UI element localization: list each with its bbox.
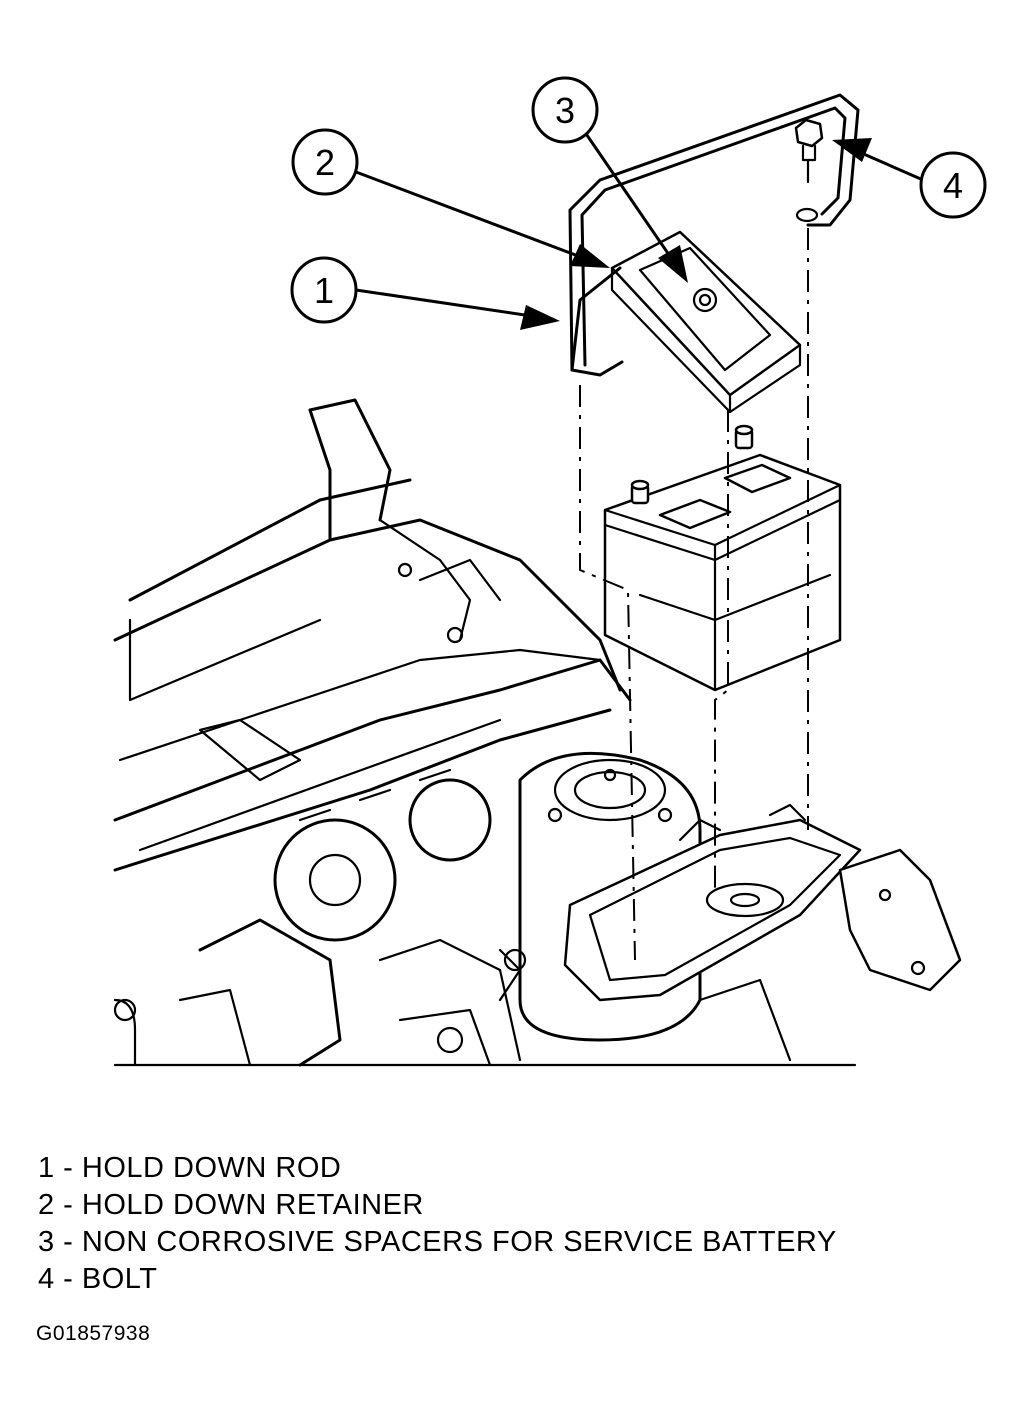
- arrowhead-1: [520, 305, 560, 330]
- legend-item-bolt: 4 - BOLT: [38, 1263, 158, 1295]
- callout-4-number: 4: [943, 165, 963, 206]
- arrowhead-4: [832, 138, 872, 162]
- arrowhead-2: [570, 244, 610, 268]
- hold-down-retainer: [610, 230, 802, 414]
- legend-item-non-corrosive-spacers: 3 - NON CORROSIVE SPACERS FOR SERVICE BA…: [38, 1226, 837, 1258]
- callout-4: 4: [919, 151, 987, 219]
- hold-down-rod: [568, 93, 860, 377]
- figure-id: G01857938: [36, 1322, 151, 1345]
- callout-1: 1: [290, 256, 358, 324]
- legend-item-hold-down-rod: 1 - HOLD DOWN ROD: [38, 1152, 342, 1184]
- engine-compartment-structure: [113, 398, 857, 1067]
- callout-2: 2: [291, 128, 359, 196]
- legend-item-hold-down-retainer: 2 - HOLD DOWN RETAINER: [38, 1189, 424, 1221]
- battery-tray: [563, 803, 962, 1002]
- bolt: [794, 118, 824, 184]
- callout-2-number: 2: [315, 142, 335, 183]
- arrowhead-3: [658, 245, 688, 283]
- battery: [603, 424, 842, 692]
- installation-centerlines: [579, 228, 809, 961]
- callout-3: 3: [531, 76, 599, 144]
- callout-1-number: 1: [314, 270, 334, 311]
- callout-leaders: [354, 123, 925, 330]
- battery-hold-down-diagram: 1 2 3 4: [113, 76, 987, 1067]
- callout-3-number: 3: [555, 90, 575, 131]
- parts-legend: 1 - HOLD DOWN ROD 2 - HOLD DOWN RETAINER…: [38, 1150, 837, 1298]
